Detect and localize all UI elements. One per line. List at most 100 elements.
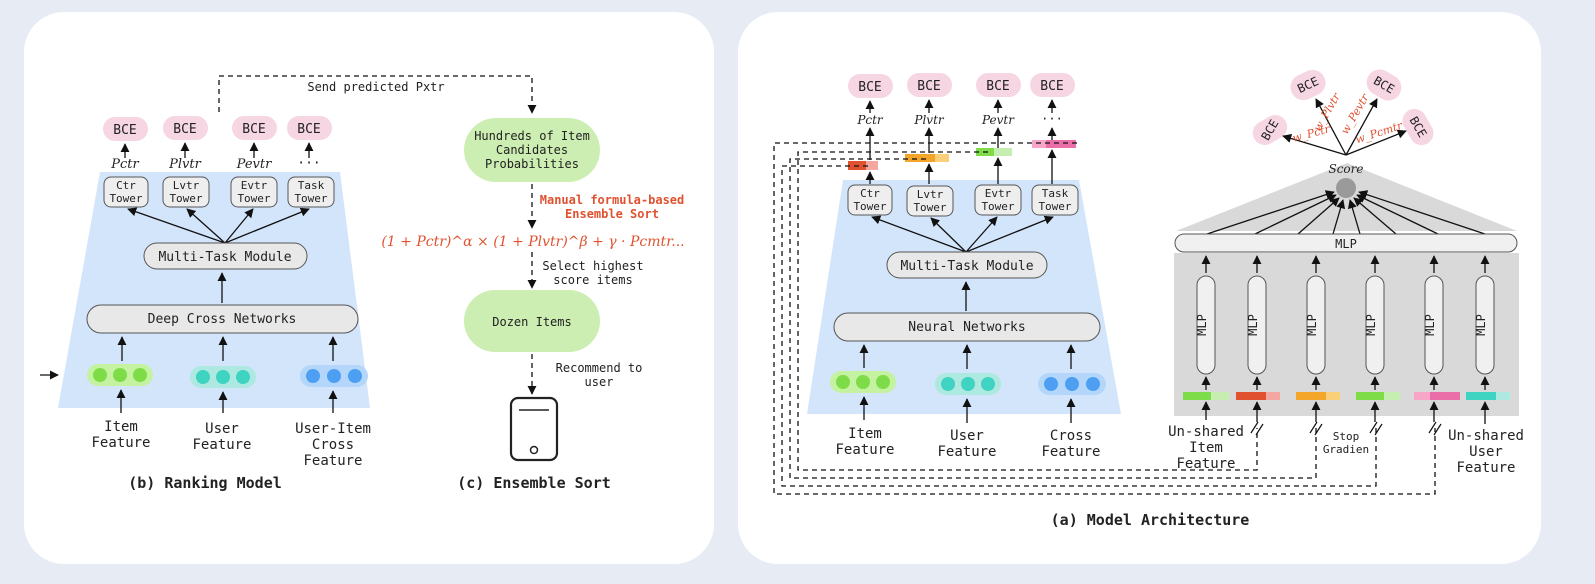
send-predicted-label: Send predicted Pxtr — [307, 80, 444, 94]
ma-prob-3: ··· — [1041, 112, 1063, 126]
ma-feature-item-l1: Item — [848, 426, 882, 442]
rm-multi-task-label: Multi-Task Module — [158, 250, 291, 265]
rm-prob-0: Pctr — [110, 157, 139, 172]
ma-bce-3 — [1030, 73, 1075, 97]
ma-tower-3-l2: Tower — [1038, 200, 1071, 213]
ma-unshared-user-l1: Un-shared — [1448, 428, 1524, 444]
rm-feature-cross-l3: Feature — [303, 453, 362, 469]
rm-tower-2 — [230, 176, 278, 208]
ensemble-formula: (1 + Pctr)^α × (1 + Plvtr)^β + γ · Pcmtr… — [381, 234, 684, 250]
ma-tower-1-l1: Lvtr — [917, 188, 944, 201]
ma-mlp-col-5 — [1475, 275, 1495, 375]
ma-feature-user-l2: Feature — [937, 444, 996, 460]
ma-bce-2-label: BCE — [986, 79, 1009, 94]
ma-mlp-col-5-label: MLP — [1474, 314, 1488, 336]
rm-feature-item-l1: Item — [104, 419, 138, 435]
ma-mlp-top — [1174, 233, 1518, 253]
ranking-model: BCE BCE BCE BCE Pctr Plvtr Pevtr ··· Ctr… — [40, 116, 371, 492]
ma-tower-2 — [974, 184, 1022, 216]
ma-mlp-col-1 — [1247, 275, 1267, 375]
rm-bce-0 — [103, 117, 148, 141]
ma-tower-3-l1: Task — [1042, 187, 1069, 200]
ma-multi-task-module — [886, 251, 1048, 279]
rm-tower-3-l1: Task — [298, 179, 325, 192]
rm-tower-3-l2: Tower — [294, 192, 327, 205]
ma-embeddings — [830, 371, 1106, 395]
ma-multi-task-label: Multi-Task Module — [900, 259, 1033, 274]
ma-mlp-col-1-label: MLP — [1246, 314, 1260, 336]
ma-tower-1 — [906, 185, 954, 217]
ma-mlp-columns: MLP MLP MLP MLP MLP MLP — [1195, 255, 1495, 390]
ma-prob-0: Pctr — [856, 113, 884, 127]
rm-feature-item-l2: Feature — [91, 435, 150, 451]
ma-blue-panel — [807, 180, 1121, 414]
ma-mlp-col-2 — [1306, 275, 1326, 375]
ma-feature-cross-l2: Feature — [1041, 444, 1100, 460]
ma-bce-1 — [907, 73, 952, 97]
rm-deep-cross-networks — [86, 304, 359, 334]
dozen-items-label: Dozen Items — [492, 315, 571, 329]
candidates-l1: Hundreds of Item — [474, 129, 590, 143]
ma-tower-2-l1: Evtr — [985, 187, 1012, 200]
ranking-panel — [58, 172, 370, 408]
ma-stop-gradient-l1: Stop — [1333, 430, 1360, 443]
ma-mlp-col-0-label: MLP — [1195, 314, 1209, 336]
rm-tower-1-l1: Lvtr — [173, 179, 200, 192]
rm-feature-user-l1: User — [205, 421, 239, 437]
ma-score-node — [1336, 178, 1356, 198]
ma-tower-2-l2: Tower — [981, 200, 1014, 213]
model-architecture: BCE BCE BCE BCE Pctr Plvtr Pevtr ··· — [773, 69, 1524, 529]
rm-bce-2-label: BCE — [242, 122, 265, 137]
ma-feature-bars — [1183, 392, 1510, 400]
ensemble-sort-caption: (c) Ensemble Sort — [457, 474, 611, 492]
ma-neural-networks — [833, 312, 1101, 342]
ma-mlp-panel — [1174, 253, 1519, 416]
recommend-label-l2: user — [585, 375, 614, 389]
smartphone-icon — [509, 396, 559, 462]
ma-mlp-col-3 — [1365, 275, 1385, 375]
rm-bce-3-label: BCE — [297, 122, 320, 137]
rm-towers: Ctr Tower Lvtr Tower Evtr Tower Task Tow… — [103, 176, 335, 208]
rm-tower-0-l2: Tower — [109, 192, 142, 205]
ma-feature-user-l1: User — [950, 428, 984, 444]
ranking-model-caption: (b) Ranking Model — [128, 474, 282, 492]
ensemble-sort: Send predicted Pxtr Hundreds of Item Can… — [218, 75, 685, 492]
ma-mlp-top-label: MLP — [1335, 237, 1357, 251]
ma-bce-3-label: BCE — [1040, 79, 1063, 94]
ma-mlp-col-3-label: MLP — [1364, 314, 1378, 336]
rm-prob-2: Pevtr — [236, 157, 272, 172]
ma-unshared-item-l3: Feature — [1176, 456, 1235, 472]
ma-towers: Ctr Tower Lvtr Tower Evtr Tower Task Tow… — [847, 184, 1079, 217]
ma-bce-0-label: BCE — [858, 80, 881, 95]
ma-feature-cross-l1: Cross — [1050, 428, 1092, 444]
rm-tower-0 — [103, 176, 149, 208]
rm-bce-2 — [232, 116, 277, 140]
ma-stop-gradient-marks — [1250, 421, 1442, 436]
ma-mlp-col-2-label: MLP — [1305, 314, 1319, 336]
ma-mlp-col-4 — [1424, 275, 1444, 375]
ma-unshared-item-l2: Item — [1189, 440, 1223, 456]
rm-tower-1 — [162, 176, 210, 208]
ma-bce-nodes: BCE BCE BCE BCE — [848, 73, 1075, 98]
ma-bce-0 — [848, 74, 893, 98]
rm-embeddings — [87, 364, 368, 388]
ma-right-bce-0 — [1252, 115, 1288, 145]
ma-unshared-item-l1: Un-shared — [1168, 424, 1244, 440]
select-label-l1: Select highest — [542, 259, 643, 273]
rm-feature-cross-l2: Cross — [312, 437, 354, 453]
ma-bce-2 — [976, 73, 1021, 97]
rm-tower-2-l1: Evtr — [241, 179, 268, 192]
rm-feature-user-l2: Feature — [192, 437, 251, 453]
ma-right-bce-3 — [1402, 108, 1434, 146]
ma-tower-0-l2: Tower — [853, 200, 886, 213]
rm-multi-task-module — [143, 242, 308, 270]
rm-bce-3 — [287, 116, 332, 140]
ma-right-bce: BCE BCE BCE BCE — [1252, 69, 1434, 146]
recommend-label-l1: Recommend to — [556, 361, 643, 375]
rm-prob-1: Plvtr — [168, 157, 201, 172]
rm-tower-2-l2: Tower — [237, 192, 270, 205]
ma-feature-item-l2: Feature — [835, 442, 894, 458]
rm-prob-3: ··· — [297, 156, 320, 171]
select-label-l2: score items — [553, 273, 632, 287]
